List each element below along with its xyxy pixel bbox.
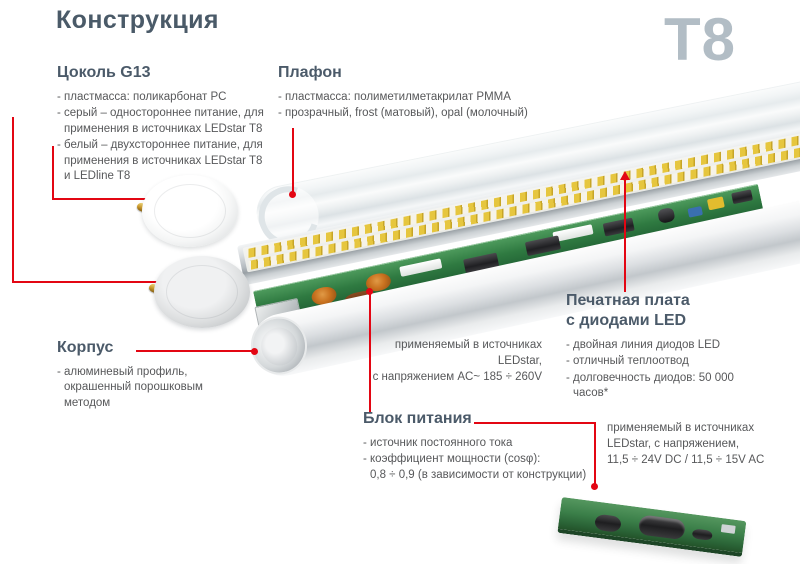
bullet-item: - коэффициент мощности (cosφ): 0,8 ÷ 0,9… <box>363 453 587 481</box>
capacitor <box>594 513 622 533</box>
bullet-item: - прозрачный, frost (матовый), opal (мол… <box>278 107 528 120</box>
callout-line-gray-cap <box>12 117 14 283</box>
pcb-chip <box>602 217 635 237</box>
callout-line-diffuser <box>292 128 294 194</box>
g13-cap-face <box>154 256 250 328</box>
psu-solder-pad <box>720 524 736 534</box>
section-title: Печатная плата с диодами LED <box>566 292 690 329</box>
bullet-item: - пластмасса: полиметилметакрилат PMMA <box>278 91 511 103</box>
annotation-power-unit-usage: применяемый в источниках LEDstar, с напр… <box>607 422 765 467</box>
callout-dot-psu-board <box>591 483 598 490</box>
callout-line-body <box>136 350 255 352</box>
bullet-item: - серый – одностороннее питание, для при… <box>57 107 264 135</box>
section-bullets: - алюминевый профиль, окрашенный порошко… <box>57 365 232 411</box>
capacitor <box>657 206 676 224</box>
pcb-slot <box>399 258 443 277</box>
capacitor <box>691 528 713 541</box>
section-title: Плафон <box>278 64 342 81</box>
section-bullets: - пластмасса: поликарбонат PC - серый – о… <box>57 90 289 184</box>
callout-line-gray-cap <box>12 281 169 283</box>
g13-cap-gray-image <box>147 256 252 334</box>
bullet-item: - источник постоянного тока <box>363 437 513 449</box>
g13-cap-white-image <box>135 175 240 253</box>
section-power-unit: Блок питания - источник постоянного тока… <box>363 409 615 484</box>
callout-line-white-cap <box>52 198 169 200</box>
bullet-item: - двойная линия диодов LED <box>566 339 721 351</box>
power-supply-pcb-image <box>557 497 747 557</box>
capacitor <box>637 514 687 541</box>
pcb-chip <box>731 189 754 205</box>
page-title: Конструкция <box>56 6 219 34</box>
callout-line-psu-board <box>594 422 596 486</box>
section-body: Корпус - алюминевый профиль, окрашенный … <box>57 338 232 412</box>
callout-dot-diffuser <box>289 191 296 198</box>
section-diffuser: Плафон - пластмасса: полиметилметакрилат… <box>278 63 578 123</box>
bullet-item: - пластмасса: поликарбонат PC <box>57 91 227 103</box>
callout-arrow-led-pcb <box>620 171 630 180</box>
annotation-led-pcb-usage: применяемый в источниках LEDstar, с напр… <box>372 339 542 384</box>
callout-line-white-cap <box>52 146 54 200</box>
callout-line-psu-board <box>474 422 596 424</box>
section-bullets: - пластмасса: полиметилметакрилат PMMA - … <box>278 90 578 122</box>
bullet-item: - алюминевый профиль, окрашенный порошко… <box>57 366 203 409</box>
bullet-item: - отличный теплоотвод <box>566 355 689 368</box>
section-bullets: - источник постоянного тока - коэффициент… <box>363 436 615 483</box>
callout-dot-body <box>251 348 258 355</box>
pcb-component-blue <box>687 205 703 218</box>
section-title: Блок питания <box>363 410 472 427</box>
section-bullets: - двойная линия диодов LED - отличный теп… <box>566 338 778 402</box>
pcb-component-yellow <box>706 196 725 211</box>
section-led-pcb: Печатная плата с диодами LED - двойная л… <box>566 291 778 403</box>
callout-line-led-pcb <box>624 180 626 292</box>
bullet-item: - белый – двухстороннее питание, для при… <box>57 139 263 183</box>
section-title: Корпус <box>57 339 114 356</box>
g13-cap-face <box>142 175 238 247</box>
product-label-t8: T8 <box>664 6 737 73</box>
callout-dot-power-unit <box>366 288 373 295</box>
section-title: Цоколь G13 <box>57 64 151 81</box>
section-socket: Цоколь G13 - пластмасса: поликарбонат PC… <box>57 63 289 185</box>
callout-line-power-unit <box>369 292 371 412</box>
bullet-item: - долговечность диодов: 50 000 часов* <box>566 371 734 400</box>
